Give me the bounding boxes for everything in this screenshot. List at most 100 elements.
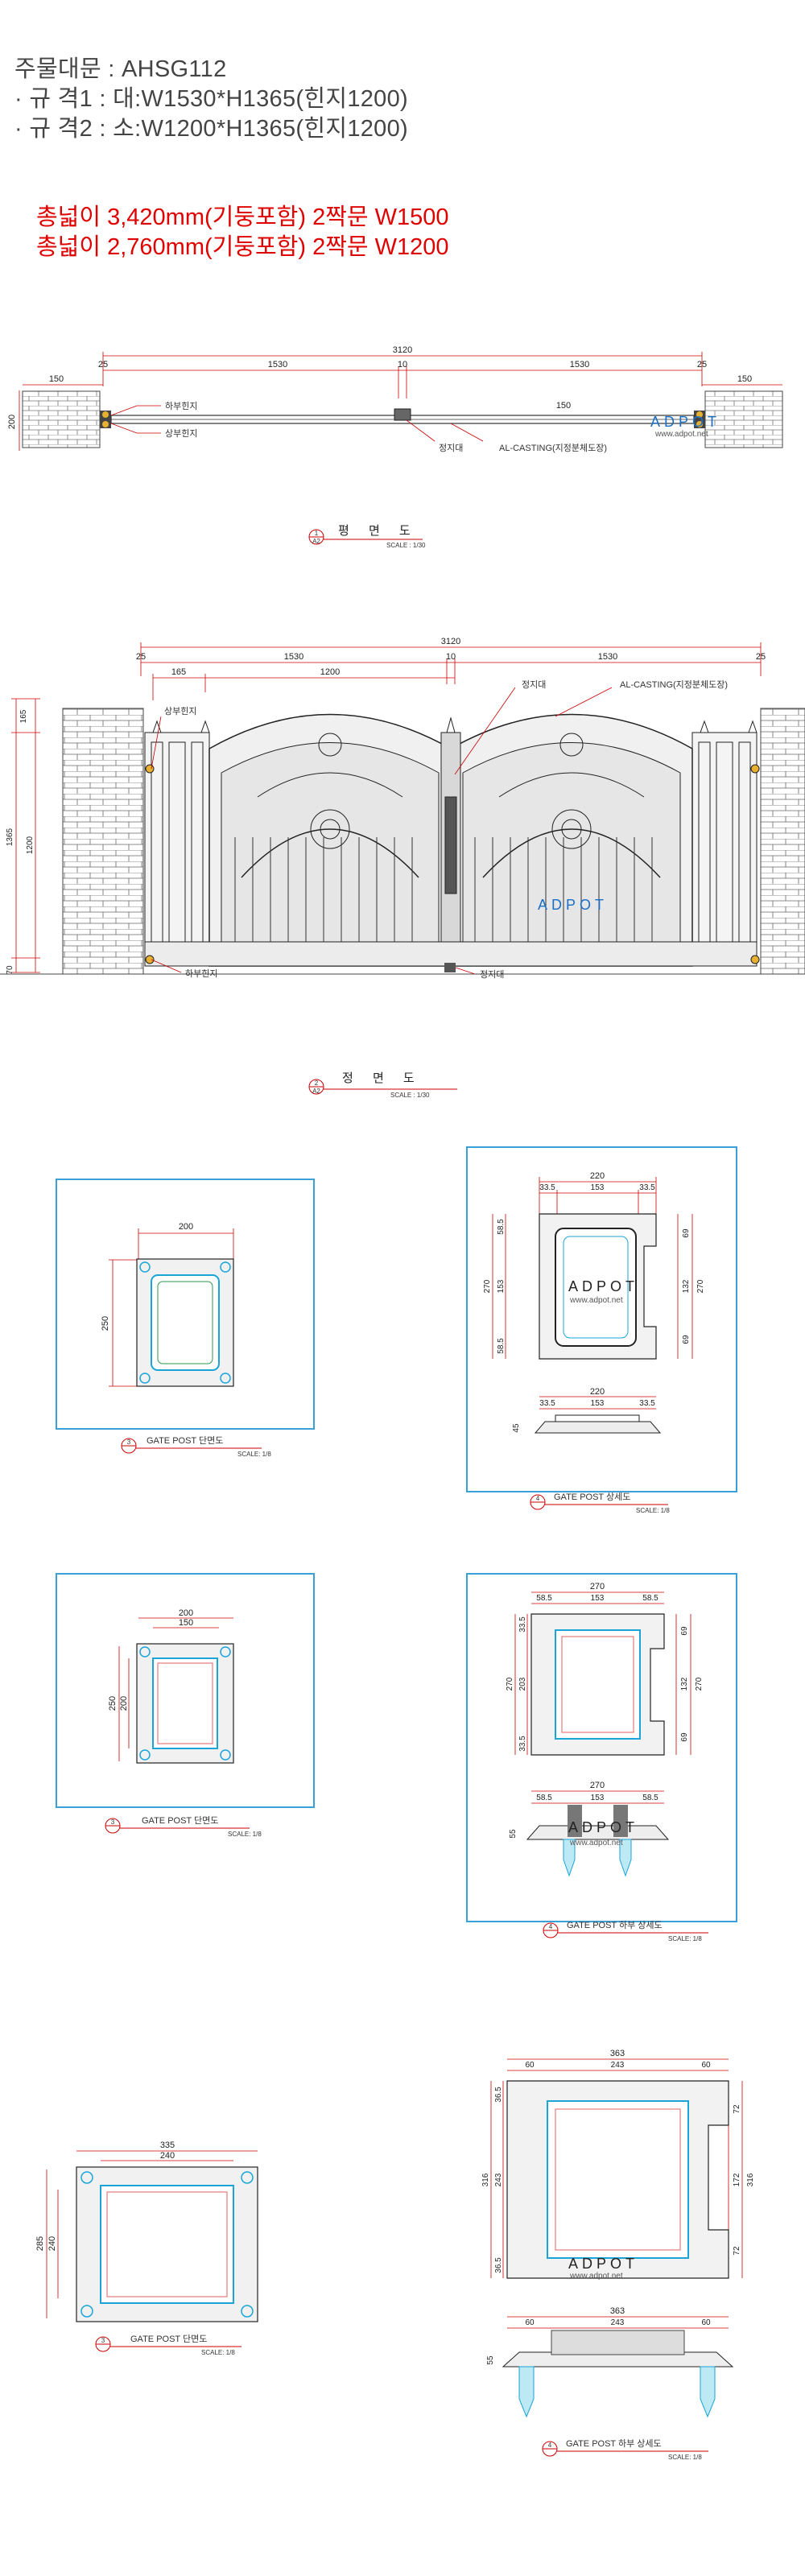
plan-upper-hinge-label: 상부힌지 (165, 428, 197, 439)
front-stopper-label: 정지대 (522, 679, 546, 690)
front-dim-165: 165 (171, 667, 186, 677)
det2-c: 58.5 (642, 1594, 658, 1603)
det2-a: 58.5 (536, 1594, 552, 1603)
front-view: 3120 25 1530 10 1530 25 165 1200 165 136… (0, 637, 805, 1099)
front-vertical-bars (234, 837, 653, 942)
front-title: 정 면 도 (342, 1071, 423, 1085)
sec2-num: 3 (111, 1818, 115, 1826)
plan-left-brick-post (22, 390, 101, 448)
sec3-dim-w: 335 (160, 2140, 175, 2150)
det1-bh: 45 (512, 1423, 521, 1433)
plan-right-brick-post (704, 390, 783, 448)
sec3-dim-h: 285 (35, 2236, 45, 2251)
plan-dim-leaf-right: 1530 (570, 360, 589, 369)
det2-r1: 69 (680, 1626, 689, 1636)
det1-num: 4 (536, 1495, 540, 1502)
front-lower-hinge-label: 하부힌지 (185, 968, 217, 979)
section-3: 335 240 285 240 3 GATE POST 단면도 SCALE: 1… (35, 2140, 258, 2356)
front-stopper-bottom-label: 정지대 (480, 969, 504, 980)
det3-w-top: 363 (610, 2049, 625, 2058)
plan-dim-post-left: 150 (49, 374, 64, 384)
det2-h: 270 (506, 1677, 514, 1690)
det3-h3: 36.5 (494, 2257, 503, 2273)
det2-h3: 33.5 (518, 1736, 527, 1752)
sec2-dim-w2: 150 (179, 1618, 193, 1628)
det1-a: 33.5 (539, 1183, 555, 1192)
det3-bc: 60 (701, 2318, 711, 2327)
total-width-note-1: 총넓이 3,420mm(기둥포함) 2짝문 W1500 (36, 204, 449, 230)
det2-scale: SCALE: 1/8 (668, 1935, 702, 1942)
sec3-title: GATE POST 단면도 (130, 2334, 207, 2344)
det1-r3: 69 (682, 1335, 691, 1344)
detail-3: 363 60 243 60 316 36.5 243 36.5 72 172 7… (481, 2049, 755, 2461)
front-dim-leaf-right: 1530 (598, 652, 617, 662)
plan-dim-gap-left: 25 (98, 360, 108, 369)
front-dim-v70: 70 (6, 965, 14, 975)
sec3-dim-w2: 240 (160, 2151, 175, 2161)
total-width-note-2: 총넓이 2,760mm(기둥포함) 2짝문 W1200 (36, 234, 449, 260)
det3-h2: 243 (494, 2173, 503, 2186)
det1-bb: 153 (591, 1399, 605, 1408)
det1-r2: 132 (682, 1279, 691, 1293)
sec2-dim-h2: 200 (119, 1696, 129, 1711)
front-upper-hinge-label: 상부힌지 (164, 706, 196, 716)
plan-brand-logo: ADPOT (650, 414, 720, 430)
det2-r2: 132 (680, 1677, 689, 1690)
det1-title: GATE POST 상세도 (554, 1492, 630, 1502)
plan-dim-center: 10 (398, 360, 407, 369)
plan-view: 3120 25 1530 10 1530 25 150 150 150 200 … (7, 345, 783, 549)
det1-brand: ADPOT (568, 1278, 638, 1294)
front-gate (144, 713, 758, 967)
plan-title-block: 1 A2 평 면 도 SCALE : 1/30 (308, 524, 426, 549)
det1-h: 270 (483, 1279, 492, 1293)
front-dim-v1200: 1200 (26, 836, 35, 854)
front-scale: SCALE : 1/30 (390, 1092, 430, 1099)
front-dim-v165: 165 (19, 709, 28, 723)
front-dim-gap-left: 25 (136, 652, 146, 662)
front-dim-leaf-left: 1530 (284, 652, 303, 662)
det2-w-bot: 270 (590, 1781, 605, 1790)
sec1-title-block: 3 GATE POST 단면도 SCALE: 1/8 (121, 1435, 271, 1458)
plan-lower-hinge-label: 하부힌지 (165, 400, 197, 411)
det1-url: www.adpot.net (569, 1296, 623, 1305)
sec1-dim-w: 200 (179, 1222, 193, 1232)
det2-bh: 55 (509, 1829, 518, 1839)
sec2-title: GATE POST 단면도 (142, 1815, 218, 1826)
det1-scale: SCALE: 1/8 (636, 1507, 670, 1514)
section-1: 200 250 3 GATE POST 단면도 SCALE: 1/8 (56, 1179, 315, 1458)
det2-r3: 69 (680, 1732, 689, 1742)
plan-dim-side-height: 200 (7, 415, 17, 429)
det3-rh: 316 (746, 2173, 755, 2186)
det1-rh: 270 (696, 1279, 705, 1293)
det1-bc: 33.5 (639, 1399, 655, 1408)
det3-title-block: 4 GATE POST 하부 상세도 SCALE: 1/8 (542, 2438, 708, 2461)
det2-num: 4 (549, 1923, 553, 1930)
plan-scale: SCALE : 1/30 (386, 542, 426, 549)
plan-dim-gap-right: 25 (697, 360, 707, 369)
det3-c: 60 (701, 2061, 711, 2070)
front-dim-v1365: 1365 (6, 828, 14, 846)
det1-h1: 58.5 (497, 1219, 506, 1235)
det2-title: GATE POST 하부 상세도 (567, 1919, 663, 1930)
plan-title: 평 면 도 (338, 524, 419, 538)
det1-h3: 58.5 (497, 1338, 506, 1354)
sec3-dim-h2: 240 (47, 2236, 57, 2251)
sec2-dim-w: 200 (179, 1608, 193, 1618)
detail-2: 270 58.5 153 58.5 270 33.5 203 33.5 69 1… (466, 1573, 737, 1942)
det1-c: 33.5 (639, 1183, 655, 1192)
det1-base (534, 1421, 662, 1434)
det2-h2: 203 (518, 1677, 527, 1690)
det3-r3: 72 (733, 2246, 741, 2256)
section-2: 200 150 250 200 3 GATE POST 단면도 SCALE: 1… (56, 1573, 315, 1838)
det3-a: 60 (525, 2061, 535, 2070)
det3-w-bot: 363 (610, 2306, 625, 2316)
det2-rh: 270 (695, 1677, 704, 1690)
sec1-num: 3 (127, 1439, 131, 1446)
sec3-num: 3 (101, 2337, 105, 2344)
sec2-title-block: 3 GATE POST 단면도 SCALE: 1/8 (105, 1815, 262, 1838)
det2-ba: 58.5 (536, 1794, 552, 1802)
det1-title-block: 4 GATE POST 상세도 SCALE: 1/8 (530, 1492, 670, 1514)
det1-h2: 153 (497, 1279, 506, 1293)
front-dim-total: 3120 (441, 637, 460, 646)
det3-r1: 72 (733, 2104, 741, 2114)
